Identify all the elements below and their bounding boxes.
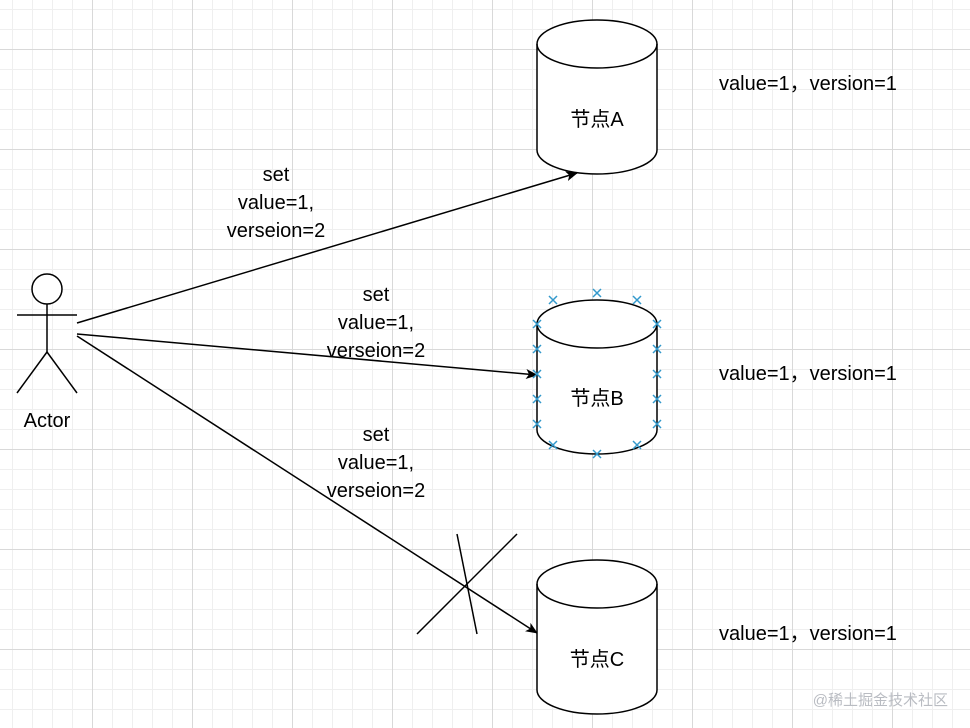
message-label-line: set bbox=[362, 424, 390, 446]
selection-handle-marker[interactable] bbox=[548, 440, 558, 450]
node-c-status: value=1，version=1 bbox=[719, 623, 897, 645]
node-a-label: 节点A bbox=[570, 109, 624, 131]
failure-cross-mark bbox=[416, 533, 518, 635]
node-b-label: 节点B bbox=[570, 388, 624, 410]
selection-handle-marker[interactable] bbox=[632, 440, 642, 450]
selection-handle-marker[interactable] bbox=[592, 449, 602, 459]
selection-handle-marker[interactable] bbox=[652, 369, 662, 379]
selection-handle-marker[interactable] bbox=[532, 319, 542, 329]
selection-handle-marker[interactable] bbox=[532, 394, 542, 404]
message-arrow-to-node-a[interactable] bbox=[76, 171, 578, 324]
actor-label: Actor bbox=[23, 410, 71, 432]
selection-handles bbox=[532, 288, 662, 459]
message-label-line: verseion=2 bbox=[226, 220, 326, 242]
selection-handle-marker[interactable] bbox=[532, 344, 542, 354]
message-label-node-b: set value=1, verseion=2 bbox=[327, 281, 425, 365]
message-arrow-to-node-b[interactable] bbox=[76, 333, 538, 380]
actor-left-leg bbox=[16, 351, 48, 394]
cylinder-node-c[interactable] bbox=[536, 559, 658, 715]
selection-handle-marker[interactable] bbox=[632, 295, 642, 305]
node-b-status: value=1，version=1 bbox=[719, 363, 897, 385]
message-label-line: verseion=2 bbox=[326, 480, 426, 502]
message-label-node-c: set value=1, verseion=2 bbox=[327, 421, 425, 505]
message-arrow-to-node-c[interactable] bbox=[76, 335, 538, 634]
actor-head bbox=[31, 273, 63, 305]
message-label-line: value=1, bbox=[337, 312, 415, 334]
selection-handle-marker[interactable] bbox=[532, 419, 542, 429]
node-a-status: value=1，version=1 bbox=[719, 73, 897, 95]
message-label-line: value=1, bbox=[237, 192, 315, 214]
message-label-line: set bbox=[362, 284, 390, 306]
message-label-line: value=1, bbox=[337, 452, 415, 474]
cylinder-node-a[interactable] bbox=[536, 19, 658, 175]
message-label-line: verseion=2 bbox=[326, 340, 426, 362]
selection-handle-marker[interactable] bbox=[652, 319, 662, 329]
message-label-line: set bbox=[262, 164, 290, 186]
node-c-label: 节点C bbox=[569, 649, 625, 671]
actor-right-leg bbox=[46, 351, 78, 394]
selection-handle-marker[interactable] bbox=[652, 394, 662, 404]
selection-handle-marker[interactable] bbox=[652, 419, 662, 429]
selection-handle-marker[interactable] bbox=[532, 369, 542, 379]
selection-handle-marker[interactable] bbox=[652, 344, 662, 354]
actor-figure[interactable] bbox=[16, 273, 78, 394]
selection-handle-marker[interactable] bbox=[592, 288, 602, 298]
selection-handle-marker[interactable] bbox=[548, 295, 558, 305]
cylinder-node-b[interactable] bbox=[536, 299, 658, 455]
message-label-node-a: set value=1, verseion=2 bbox=[227, 161, 325, 245]
watermark: @稀土掘金技术社区 bbox=[812, 692, 948, 709]
